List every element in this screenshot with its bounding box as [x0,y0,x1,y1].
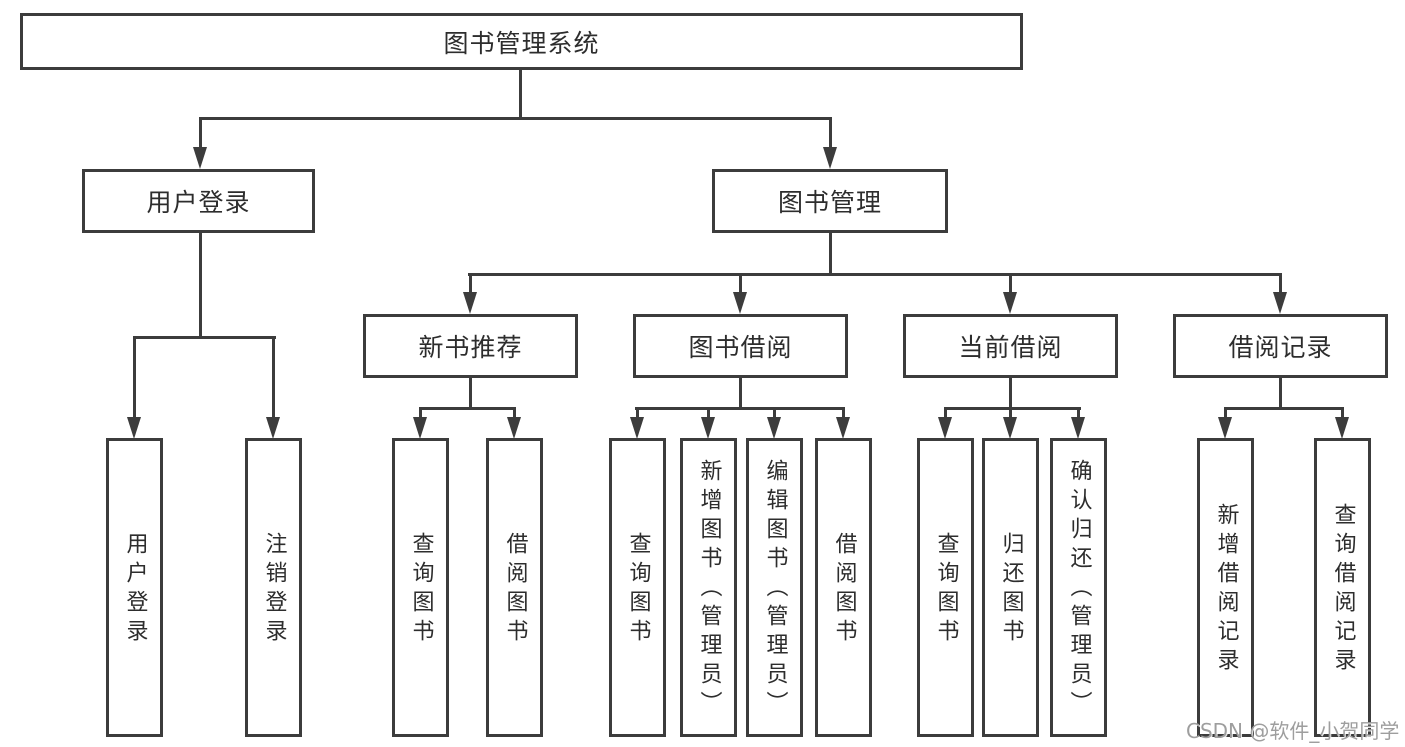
connector-level3-bar [468,273,1282,276]
node-borrowing-records: 借阅记录 [1173,314,1388,378]
csdn-watermark: CSDN @软件_小贺同学 [1186,719,1400,743]
connector-to-leaf [1341,407,1344,419]
connector-records-bar [1224,407,1344,410]
node-label: 借阅图书 [502,531,528,648]
connector-to-leaf [1009,407,1012,419]
node-label: 新书推荐 [418,333,523,362]
node-label: 借阅记录 [1228,333,1333,362]
leaf-query-books-borrowing: 查询图书 [609,438,666,737]
arrowhead-icon [127,417,141,439]
arrowhead-icon [507,417,521,439]
arrowhead-icon [1003,292,1017,314]
connector-to-leaf [1077,407,1080,419]
arrowhead-icon [266,417,280,439]
leaf-query-books-current: 查询图书 [917,438,974,737]
leaf-query-books-recommend: 查询图书 [392,438,449,737]
leaf-confirm-return-admin: 确认归还（管理员） [1050,438,1107,737]
connector-root-drop [519,70,522,120]
node-label: 查询借阅记录 [1330,502,1356,677]
connector-to-leaf [773,407,776,419]
node-label: 查询图书 [408,531,434,648]
arrowhead-icon [767,417,781,439]
node-label: 查询图书 [625,531,651,648]
connector-to-user-login [199,117,202,149]
arrowhead-icon [701,417,715,439]
connector-level2-bar [199,117,832,120]
leaf-borrow-books-recommend: 借阅图书 [486,438,543,737]
node-label: 当前借阅 [958,333,1063,362]
node-root-system: 图书管理系统 [20,13,1023,70]
node-label: 用户登录 [122,531,148,648]
node-label: 新增图书（管理员） [696,459,722,720]
connector-to-leaf [842,407,845,419]
arrowhead-icon [413,417,427,439]
connector-user-login-drop [199,233,202,339]
node-label: 借阅图书 [831,531,857,648]
arrowhead-icon [836,417,850,439]
connector-to-new-book-recommendation [469,273,472,294]
connector-to-book-borrowing [739,273,742,294]
arrowhead-icon [463,292,477,314]
node-label: 用户登录 [146,188,251,217]
connector-to-leaf [1224,407,1227,419]
node-label: 编辑图书（管理员） [762,459,788,720]
leaf-return-books: 归还图书 [982,438,1039,737]
arrowhead-icon [193,147,207,169]
arrowhead-icon [1071,417,1085,439]
arrowhead-icon [823,147,837,169]
leaf-add-borrow-record: 新增借阅记录 [1197,438,1254,737]
connector-to-book-management [829,117,832,149]
connector-to-leaf [513,407,516,419]
connector-to-leaf [944,407,947,419]
connector-to-current-borrowing [1009,273,1012,294]
connector-to-leaf [707,407,710,419]
arrowhead-icon [1273,292,1287,314]
node-label: 归还图书 [998,531,1024,648]
leaf-borrow-books-borrowing: 借阅图书 [815,438,872,737]
node-label: 新增借阅记录 [1213,502,1239,677]
node-new-book-recommendation: 新书推荐 [363,314,578,378]
node-label: 注销登录 [261,531,287,648]
node-label: 确认归还（管理员） [1066,459,1092,720]
node-user-login: 用户登录 [82,169,315,233]
connector-borrowing-bar [635,407,845,410]
leaf-edit-book-admin: 编辑图书（管理员） [746,438,803,737]
connector-current-bar [944,407,1081,410]
node-label: 图书管理 [777,188,882,217]
connector-to-leaf-logout [272,336,275,419]
connector-records-drop [1279,378,1282,410]
connector-recommendation-bar [419,407,516,410]
arrowhead-icon [938,417,952,439]
connector-recommendation-drop [469,378,472,410]
node-current-borrowing: 当前借阅 [903,314,1118,378]
arrowhead-icon [1335,417,1349,439]
node-label: 图书管理系统 [443,28,600,58]
arrowhead-icon [1003,417,1017,439]
connector-user-login-bar [133,336,276,339]
connector-to-leaf [636,407,639,419]
node-book-borrowing: 图书借阅 [633,314,848,378]
connector-to-leaf [419,407,422,419]
arrowhead-icon [1218,417,1232,439]
leaf-query-borrow-record: 查询借阅记录 [1314,438,1371,737]
connector-to-leaf-user-login [133,336,136,419]
connector-to-borrowing-records [1279,273,1282,294]
node-label: 查询图书 [933,531,959,648]
leaf-add-book-admin: 新增图书（管理员） [680,438,737,737]
node-label: 图书借阅 [688,333,793,362]
node-book-management: 图书管理 [712,169,948,233]
connector-book-management-drop [829,233,832,276]
arrowhead-icon [630,417,644,439]
connector-borrowing-drop [739,378,742,410]
connector-current-drop [1009,378,1012,410]
leaf-user-login: 用户登录 [106,438,163,737]
leaf-logout: 注销登录 [245,438,302,737]
arrowhead-icon [733,292,747,314]
